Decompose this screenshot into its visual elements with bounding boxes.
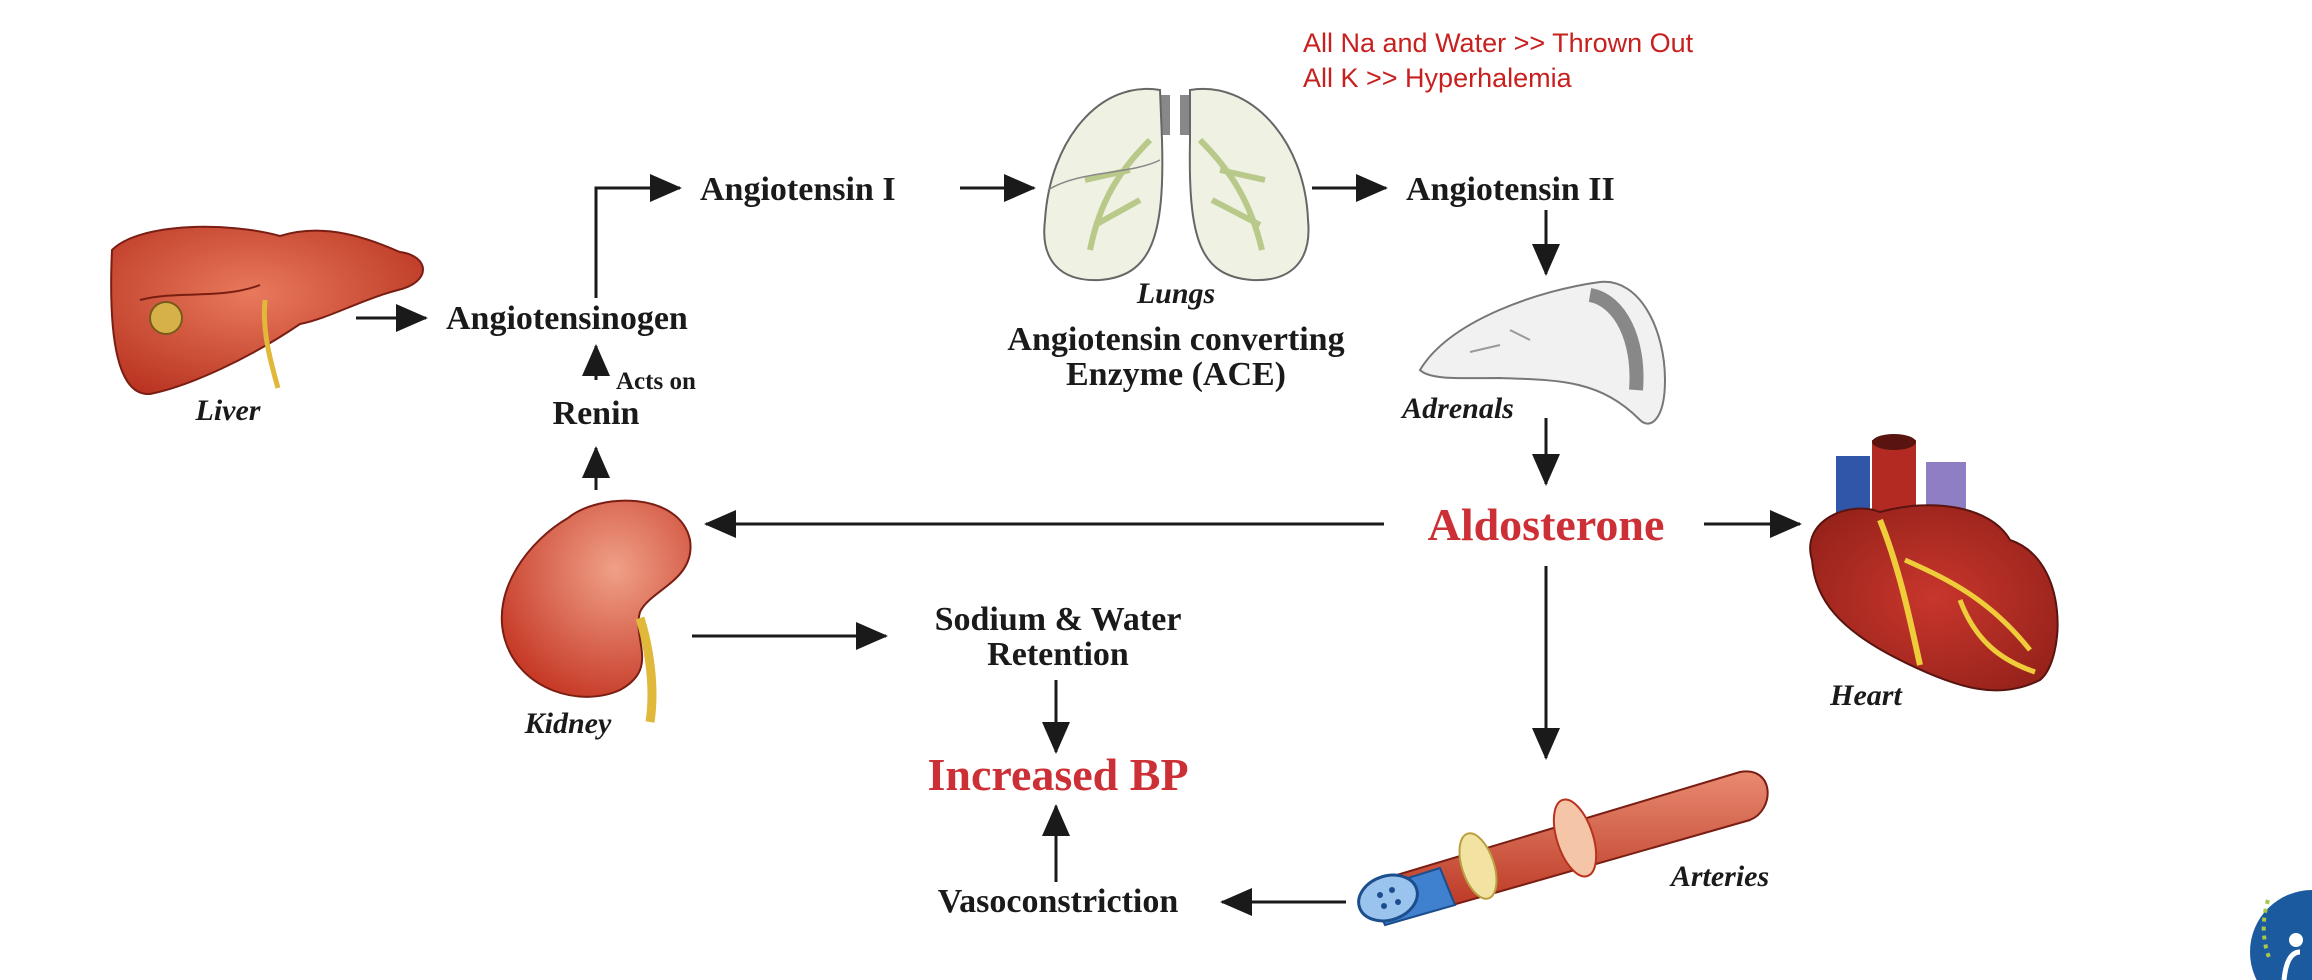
kidney-icon (500, 499, 692, 723)
renin-label: Renin (553, 395, 640, 432)
sodium-water-label-line1: Sodium & Water (935, 601, 1182, 638)
sodium-water-label-line2: Retention (987, 636, 1129, 673)
note-potassium: All K >> Hyperhalemia (1303, 63, 1573, 93)
acts-on-label: Acts on (616, 368, 696, 395)
arrow-angiotensinogen-to-angiotensin-i (594, 174, 682, 298)
angiotensinogen-label: Angiotensinogen (446, 300, 688, 337)
heart-icon (1809, 434, 2059, 692)
corner-logo-icon (2250, 890, 2312, 980)
note-sodium-water: All Na and Water >> Thrown Out (1303, 28, 1694, 58)
adrenals-icon (1418, 280, 1667, 425)
liver-label: Liver (195, 394, 261, 427)
adrenals-label: Adrenals (1400, 392, 1514, 425)
kidney-label: Kidney (524, 707, 612, 740)
vasoconstriction-label: Vasoconstriction (938, 883, 1179, 920)
lungs-icon (1043, 87, 1310, 282)
angiotensin-i-label: Angiotensin I (700, 171, 896, 208)
ace-label-line1: Angiotensin converting (1007, 321, 1344, 358)
lungs-label: Lungs (1136, 277, 1215, 310)
heart-label: Heart (1829, 679, 1903, 712)
aldosterone-label: Aldosterone (1428, 499, 1665, 550)
liver-icon (110, 225, 424, 396)
arteries-icon (1357, 770, 1769, 927)
increased-bp-label: Increased BP (927, 749, 1188, 800)
angiotensin-ii-label: Angiotensin II (1406, 171, 1615, 208)
ace-label-line2: Enzyme (ACE) (1066, 356, 1286, 393)
arteries-label: Arteries (1669, 860, 1769, 893)
